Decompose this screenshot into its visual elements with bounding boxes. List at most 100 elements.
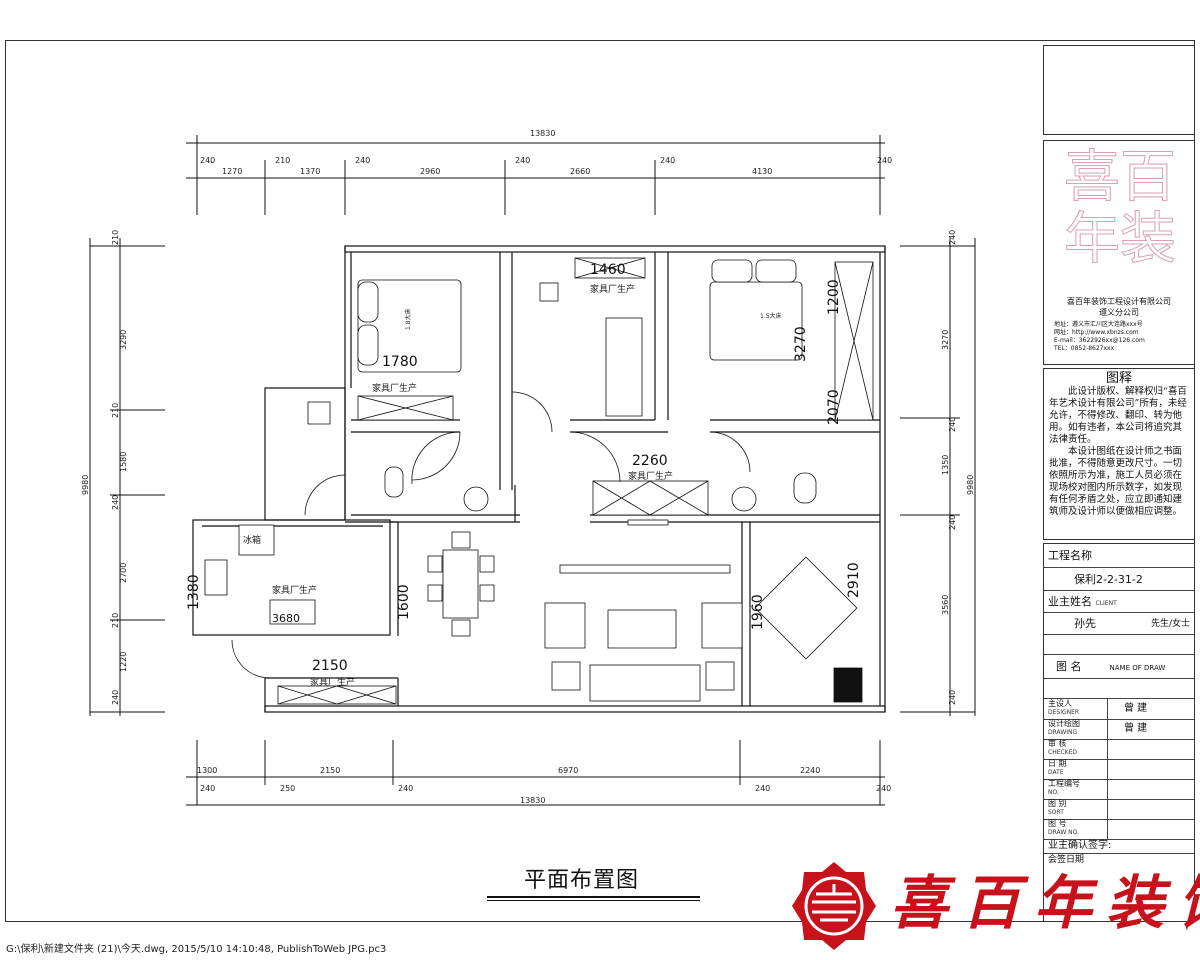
signoff-label: 图 别 (1048, 799, 1067, 808)
fridge (238, 524, 275, 556)
signoff-sub: DATE (1048, 769, 1064, 776)
logo-emblem-icon (792, 862, 876, 950)
owner-suffix: 先生/女士 (1150, 619, 1190, 629)
basin-2 (731, 486, 757, 512)
armchair-left (544, 602, 586, 649)
company-branch: 遵义分公司 (1099, 308, 1139, 317)
dim-label: 1270 (222, 167, 242, 176)
study-sofa (605, 317, 643, 417)
armchair-right (701, 602, 743, 649)
drawing-name-row: 图 名 NAME OF DRAW (1044, 655, 1194, 679)
file-path: G:\保利\新建文件夹 (21)\今天.dwg, 2015/5/10 14:10… (6, 944, 387, 955)
signoff-label: 工程编号 (1048, 779, 1080, 788)
sofa (589, 664, 701, 702)
basin-1 (463, 486, 489, 512)
dim-label: 1350 (941, 455, 950, 475)
dim-bottom-total: 13830 (520, 796, 545, 805)
legend-para1: 此设计版权、解释权归“喜百年艺术设计有限公司”所有，未经允许，不得修改、翻印、转… (1049, 386, 1187, 445)
bed-2 (709, 281, 803, 361)
dim-label: 210 (111, 613, 120, 628)
dim-label: 240 (355, 156, 370, 165)
floor-plan: 13830 240 1270 210 1370 240 2960 240 266… (81, 129, 976, 806)
dim-label: 240 (398, 784, 413, 793)
company-web: 网址：http://www.xbnzs.com (1054, 329, 1139, 336)
company-logo: 喜百年装饰 (790, 860, 1200, 955)
dim-label: 240 (200, 156, 215, 165)
label-bed1: 1.8大床 (404, 308, 412, 330)
dim-label: 240 (877, 156, 892, 165)
dim-label: 240 (755, 784, 770, 793)
dim-label: 240 (200, 784, 215, 793)
dim-label: 240 (111, 690, 120, 705)
dim-kitchen-counter: 3680 (272, 612, 300, 625)
study-chair (539, 282, 559, 302)
label-fridge: 冰箱 (243, 534, 261, 546)
dim-label: 2960 (420, 167, 440, 176)
signoff-sub: SORT (1048, 809, 1064, 816)
column (833, 667, 863, 703)
company-email: E-mail：3622926xx@126.com (1054, 337, 1145, 344)
owner-value: 孙先 (1074, 617, 1096, 630)
owner-sign: 业主确认签字: (1044, 840, 1194, 854)
dim-label: 210 (111, 403, 120, 418)
bed-1 (357, 279, 462, 373)
tv (627, 519, 669, 526)
company-name: 喜百年装饰工程设计有限公司 (1067, 297, 1171, 306)
dim-label: 240 (948, 690, 957, 705)
signoff-label: 图 号 (1048, 819, 1067, 828)
title-underline (487, 896, 700, 901)
toilet-2 (793, 472, 817, 504)
legend-heading: 图释 (1105, 371, 1132, 386)
dim-label: 240 (111, 495, 120, 510)
dim-label: 1370 (300, 167, 320, 176)
sign-date: 会签日期 (1048, 855, 1085, 865)
signoff-label: 设计绘图 (1048, 719, 1080, 728)
toilet-1 (384, 466, 404, 498)
dim-hall-cabinet: 2260 (632, 453, 668, 469)
dim-label: 240 (948, 230, 957, 245)
dim-label: 240 (515, 156, 530, 165)
drawing-title: 平面布置图 (524, 868, 640, 893)
dim-label: 240 (876, 784, 891, 793)
dining-table (442, 549, 479, 619)
dim-study-cabinet: 1460 (590, 262, 626, 278)
dim-label: 1220 (119, 652, 128, 672)
dim-label: 2700 (119, 563, 128, 583)
dim-dining: 1600 (396, 584, 412, 620)
signoff-sub: CHECKED (1048, 749, 1078, 756)
dim-tea-room: 2910 (846, 562, 862, 598)
signoff-sub: DRAWING (1048, 729, 1078, 736)
side-table-right (705, 661, 735, 691)
seal-logo: 喜百年装 (1064, 145, 1177, 272)
dim-right-total: 9980 (966, 475, 975, 495)
dim-label: 4130 (752, 167, 772, 176)
project-label: 工程名称 (1044, 544, 1194, 568)
label-bed2: 1.5大床 (760, 312, 782, 320)
blank-row (1044, 635, 1194, 655)
signoff-label: 审 核 (1048, 739, 1067, 748)
signoff-label: 主设人 (1048, 699, 1072, 708)
drawing-name-label: 图 名 (1056, 660, 1082, 673)
signoff-sub: DRAW NO. (1048, 829, 1080, 836)
company-tel: TEL：0852-8627xxx (1054, 345, 1115, 352)
signoff-sub: NO. (1048, 789, 1059, 796)
legend-para2: 本设计图纸在设计师之书面批准，不得随意更改尺寸。一切依照所示为准，施工人员必须在… (1049, 446, 1183, 517)
owner-label-text: 业主姓名 (1048, 595, 1092, 608)
stove (204, 559, 228, 596)
dim-label: 1580 (119, 452, 128, 472)
drawing-name-en: NAME OF DRAW (1109, 664, 1166, 672)
dim-label: 2660 (570, 167, 590, 176)
signoff-label: 日 期 (1048, 759, 1067, 768)
dim-kitchen-side: 1380 (186, 574, 202, 610)
entry-cabinet (277, 685, 397, 705)
dim-entry-cabinet: 2150 (312, 658, 348, 674)
